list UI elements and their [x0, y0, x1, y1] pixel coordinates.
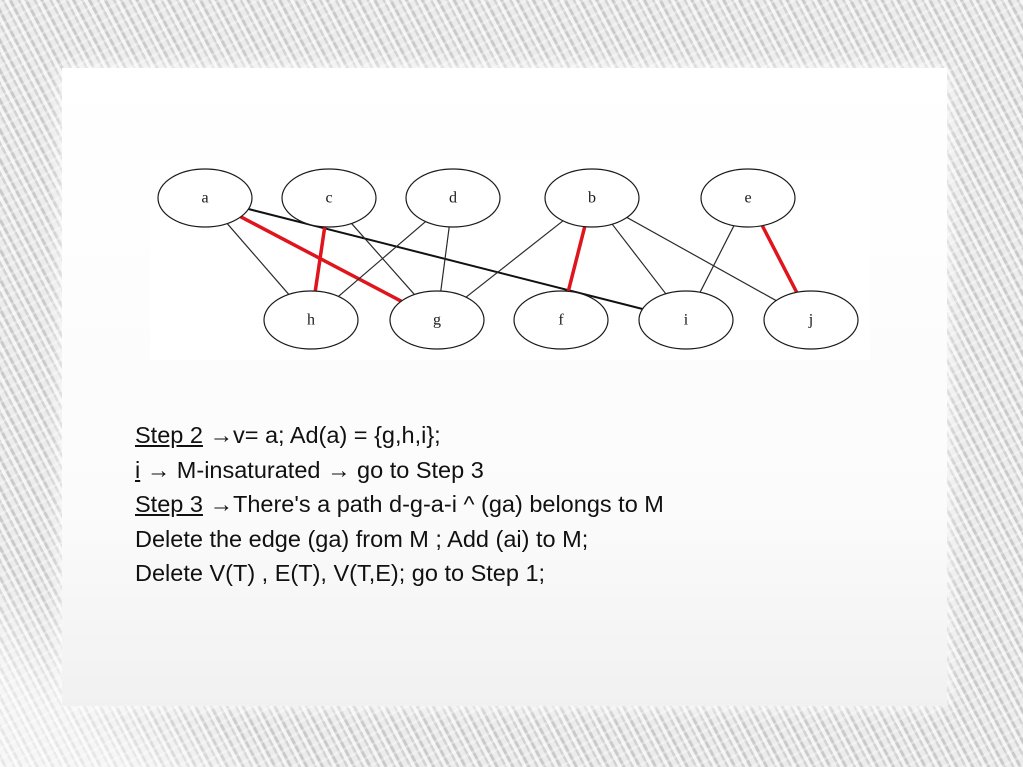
node-g-label: g — [433, 312, 441, 329]
node-d-label: d — [449, 190, 457, 207]
unsaturated-text: → M-insaturated → go to Step 3 — [140, 456, 484, 483]
node-g: g — [389, 290, 485, 350]
line-step-3: Step 3 →There's a path d-g-a-i ^ (ga) be… — [135, 487, 895, 522]
nodes-layer: a c d b e h g f i j — [157, 168, 859, 350]
node-c-shape — [281, 168, 377, 228]
node-a-shape — [157, 168, 253, 228]
edge-a-h — [226, 223, 290, 295]
node-i-shape — [638, 290, 734, 350]
node-c: c — [281, 168, 377, 228]
node-j-shape — [763, 290, 859, 350]
node-a-label: a — [201, 190, 208, 207]
node-b-label: b — [588, 190, 596, 207]
edge-b-g — [465, 220, 564, 298]
step-2-label: Step 2 — [135, 422, 203, 448]
node-a: a — [157, 168, 253, 228]
step-3-label: Step 3 — [135, 491, 203, 517]
node-j-label: j — [808, 312, 813, 329]
node-j: j — [763, 290, 859, 350]
node-f-shape — [513, 290, 609, 350]
step-2-text: →v= a; Ad(a) = {g,h,i}; — [202, 422, 441, 448]
node-h-label: h — [307, 312, 315, 329]
node-c-label: c — [325, 190, 332, 207]
node-e-label: e — [744, 190, 751, 207]
graph-svg: a c d b e h g f i j — [157, 168, 859, 350]
node-e: e — [700, 168, 796, 228]
line-delete-edge: Delete the edge (ga) from M ; Add (ai) t… — [135, 525, 589, 552]
edge-d-g — [440, 226, 450, 292]
edge-e-i — [699, 225, 735, 293]
node-d: d — [405, 168, 501, 228]
edge-b-f — [566, 226, 587, 292]
node-d-shape — [405, 168, 501, 228]
line-i-unsaturated: i → M-insaturated → go to Step 3 — [135, 453, 895, 488]
node-h-shape — [263, 290, 359, 350]
vertex-i-label: i — [135, 456, 141, 483]
edge-b-j — [626, 216, 777, 302]
node-g-shape — [389, 290, 485, 350]
edge-c-h — [313, 226, 327, 292]
edge-b-i — [611, 223, 667, 295]
node-b: b — [544, 168, 640, 228]
node-b-shape — [544, 168, 640, 228]
edge-e-j — [760, 224, 799, 294]
node-i: i — [638, 290, 734, 350]
node-i-label: i — [684, 312, 689, 329]
line-step-2: Step 2 →v= a; Ad(a) = {g,h,i}; — [135, 418, 895, 453]
bipartite-graph-diagram: a c d b e h g f i j — [150, 160, 870, 360]
line-delete-sets: Delete V(T) , E(T), V(T,E); go to Step 1… — [135, 560, 546, 586]
node-h: h — [263, 290, 359, 350]
node-e-shape — [700, 168, 796, 228]
edge-c-g — [351, 223, 415, 295]
edge-d-h — [338, 221, 426, 297]
node-f-label: f — [558, 312, 564, 329]
step-3-text: →There's a path d-g-a-i ^ (ga) belongs t… — [202, 491, 664, 517]
node-f: f — [513, 290, 609, 350]
steps-text: Step 2 →v= a; Ad(a) = {g,h,i}; i → M-ins… — [135, 418, 895, 591]
